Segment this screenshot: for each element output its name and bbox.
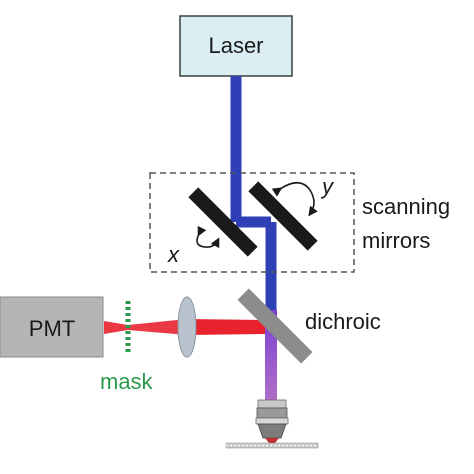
pmt-label: PMT [29,316,75,341]
laser-box [179,15,293,77]
emission-beam [104,319,265,335]
emission-beam-diverging [104,321,128,334]
pmt-box [0,296,104,358]
collection-lens [177,296,197,358]
dichroic-mirror [237,288,313,364]
axis-y-label: y [320,174,335,199]
mask-label: mask [100,369,154,394]
curved-arrow-icon [196,225,220,249]
scanning-mirror-y [248,181,318,251]
objective-lens-icon [255,399,289,443]
emission-beam-wide [187,319,265,335]
excitation-beam [230,76,277,310]
pmt-detector: PMT [0,296,104,358]
mirrors-label: mirrors [362,228,430,253]
emission-beam-focused [128,319,187,335]
scanning-label: scanning [362,194,450,219]
scanning-mirror-x [188,187,258,257]
axis-x-label: x [167,242,180,267]
curved-arrow-icon [271,181,318,217]
scanning-mirrors-box [149,172,355,273]
dichroic-label: dichroic [305,309,381,334]
sample-stage-icon [225,442,319,449]
laser-source: Laser [179,15,293,77]
laser-label: Laser [208,33,263,58]
